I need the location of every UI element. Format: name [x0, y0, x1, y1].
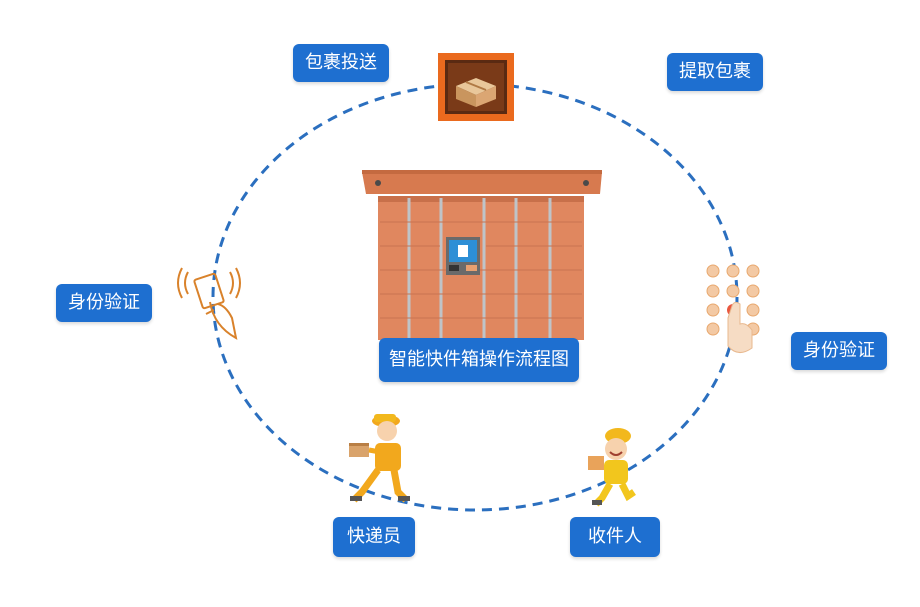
keypad-icon — [706, 264, 760, 353]
step-pickup-parcel: 提取包裹 — [667, 53, 763, 91]
step-recipient: 收件人 — [570, 517, 660, 557]
recipient-icon — [588, 428, 636, 507]
package-icon — [438, 53, 514, 121]
courier-icon — [349, 414, 410, 503]
step-id-verify-right: 身份验证 — [791, 332, 887, 370]
flow-cycle-ring — [211, 82, 739, 512]
diagram-title: 智能快件箱操作流程图 — [379, 338, 579, 382]
step-courier: 快递员 — [333, 517, 415, 557]
card-tap-icon — [177, 267, 241, 340]
step-deliver-parcel: 包裹投送 — [293, 44, 389, 82]
parcel-locker-icon — [362, 170, 602, 340]
step-id-verify-left: 身份验证 — [56, 284, 152, 322]
